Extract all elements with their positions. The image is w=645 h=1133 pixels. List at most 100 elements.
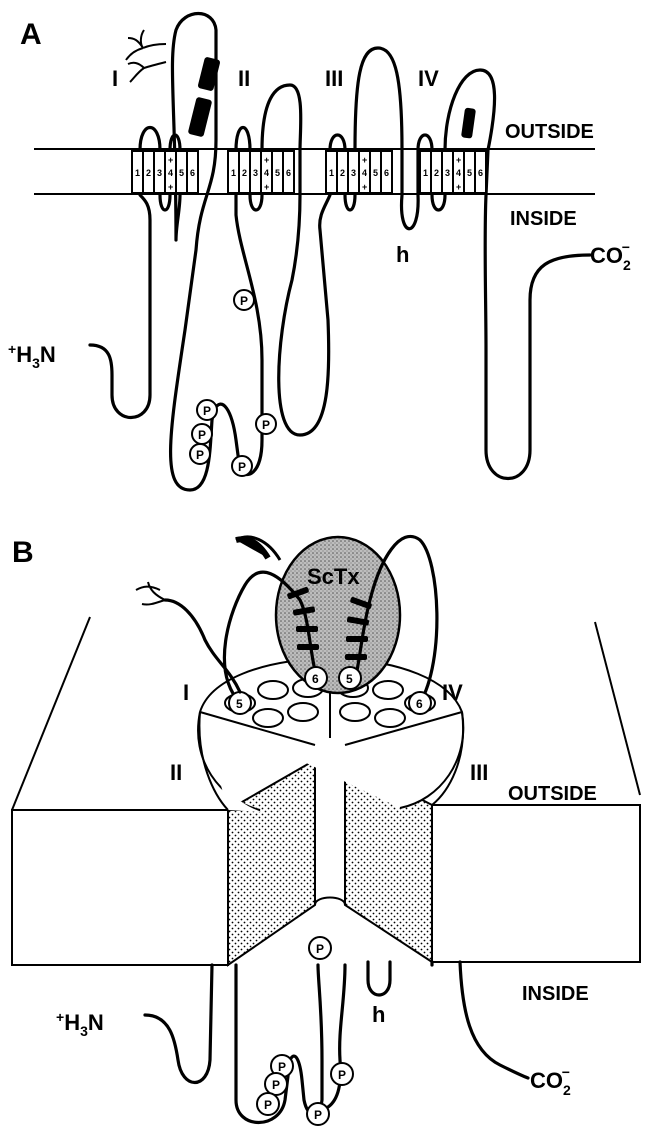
svg-text:3: 3 bbox=[445, 168, 450, 178]
svg-text:2: 2 bbox=[242, 168, 247, 178]
panel-a: A OUTSIDE INSIDE I II III IV 1 2 3 4 5 bbox=[8, 14, 631, 491]
inactivation-gate-label-b: h bbox=[372, 1002, 385, 1027]
segment-marker-5-domain-iv: 5 bbox=[339, 667, 361, 689]
svg-text:4: 4 bbox=[168, 168, 173, 178]
glycosylation-chain-b bbox=[165, 600, 240, 692]
outside-label-b: OUTSIDE bbox=[508, 783, 597, 805]
svg-text:3: 3 bbox=[351, 168, 356, 178]
c-terminus-label-b: CO2− bbox=[530, 1064, 571, 1098]
svg-text:6: 6 bbox=[384, 168, 389, 178]
svg-text:6: 6 bbox=[478, 168, 483, 178]
glycosylation-tree-icon bbox=[128, 62, 166, 82]
svg-text:+: + bbox=[168, 182, 173, 192]
inactivation-gate-label-a: h bbox=[396, 242, 409, 267]
inside-label-a: INSIDE bbox=[510, 208, 577, 230]
domain-label-iii-a: III bbox=[325, 66, 343, 91]
domain-label-i-b: I bbox=[183, 680, 189, 705]
membrane-block-right bbox=[432, 805, 640, 962]
svg-text:+: + bbox=[362, 155, 367, 165]
panel-a-label: A bbox=[20, 18, 42, 51]
svg-text:P: P bbox=[238, 460, 246, 474]
phospho-site: P bbox=[232, 456, 252, 476]
svg-text:4: 4 bbox=[362, 168, 367, 178]
svg-text:P: P bbox=[196, 448, 204, 462]
svg-text:5: 5 bbox=[236, 697, 243, 711]
svg-text:+: + bbox=[362, 182, 367, 192]
phospho-site: P bbox=[234, 290, 254, 310]
svg-text:+: + bbox=[456, 155, 461, 165]
domain-i-segments: 1 2 3 4 5 6 + + bbox=[132, 151, 198, 193]
glycosylation-tree-icon bbox=[143, 44, 166, 48]
svg-text:1: 1 bbox=[329, 168, 334, 178]
c-terminus-label-a: CO2− bbox=[590, 239, 631, 273]
membrane-block-left bbox=[12, 810, 228, 965]
phospho-site: P bbox=[190, 444, 210, 464]
svg-text:1: 1 bbox=[135, 168, 140, 178]
toxin-label: ScTx bbox=[307, 564, 360, 589]
svg-text:5: 5 bbox=[467, 168, 472, 178]
svg-text:P: P bbox=[264, 1098, 272, 1112]
domain-label-iv-b: IV bbox=[442, 680, 463, 705]
svg-text:3: 3 bbox=[157, 168, 162, 178]
panel-b-label: B bbox=[12, 536, 34, 569]
phospho-site: P bbox=[265, 1073, 287, 1095]
svg-text:P: P bbox=[316, 942, 324, 956]
svg-text:5: 5 bbox=[373, 168, 378, 178]
pore-loop-marker bbox=[188, 97, 213, 138]
svg-text:+: + bbox=[168, 155, 173, 165]
segment-marker-5-domain-i: 5 bbox=[229, 692, 251, 714]
membrane-edge-left bbox=[12, 617, 90, 810]
domain-label-ii-a: II bbox=[238, 66, 250, 91]
svg-text:4: 4 bbox=[264, 168, 269, 178]
segment-marker-6-domain-iv: 6 bbox=[409, 692, 431, 714]
domain-label-i-a: I bbox=[112, 66, 118, 91]
svg-text:2: 2 bbox=[146, 168, 151, 178]
ion-pore bbox=[315, 760, 345, 905]
svg-text:6: 6 bbox=[312, 672, 319, 686]
svg-text:4: 4 bbox=[456, 168, 461, 178]
n-terminus-label-a: +H3N bbox=[8, 341, 56, 371]
phospho-site: P bbox=[256, 414, 276, 434]
svg-text:1: 1 bbox=[423, 168, 428, 178]
svg-text:2: 2 bbox=[434, 168, 439, 178]
phospho-site: P bbox=[197, 400, 217, 420]
glycosylation-tree-icon bbox=[136, 582, 165, 605]
segment-marker-6-domain-i: 6 bbox=[305, 667, 327, 689]
svg-text:5: 5 bbox=[275, 168, 280, 178]
domain-ii-segments: 1 2 3 4 5 6 + + bbox=[228, 151, 294, 193]
svg-text:3: 3 bbox=[253, 168, 258, 178]
svg-text:6: 6 bbox=[416, 697, 423, 711]
svg-text:6: 6 bbox=[190, 168, 195, 178]
membrane-edge-right bbox=[595, 622, 640, 795]
svg-text:P: P bbox=[338, 1068, 346, 1082]
n-terminus-label-b: +H3N bbox=[56, 1009, 104, 1039]
domain-label-iii-b: III bbox=[470, 760, 488, 785]
domain-label-ii-b: II bbox=[170, 760, 182, 785]
pore-loop-marker bbox=[461, 107, 476, 138]
pore-wall-left bbox=[228, 760, 315, 965]
phospho-site: P bbox=[331, 1063, 353, 1085]
svg-text:P: P bbox=[240, 294, 248, 308]
panel-b: B bbox=[12, 536, 640, 1125]
svg-text:5: 5 bbox=[179, 168, 184, 178]
svg-text:P: P bbox=[314, 1108, 322, 1122]
svg-text:+: + bbox=[264, 182, 269, 192]
svg-text:P: P bbox=[278, 1060, 286, 1074]
svg-text:2: 2 bbox=[340, 168, 345, 178]
phospho-site: P bbox=[192, 424, 212, 444]
phospho-site: P bbox=[307, 1103, 329, 1125]
svg-text:P: P bbox=[272, 1078, 280, 1092]
svg-text:5: 5 bbox=[346, 672, 353, 686]
domain-iii-segments: 1 2 3 4 5 6 + + bbox=[326, 151, 392, 193]
domain-label-iv-a: IV bbox=[418, 66, 439, 91]
outside-label-a: OUTSIDE bbox=[505, 121, 594, 143]
svg-text:1: 1 bbox=[231, 168, 236, 178]
glycosylation-branch-icon bbox=[126, 30, 144, 60]
svg-text:+: + bbox=[264, 155, 269, 165]
svg-text:P: P bbox=[198, 428, 206, 442]
svg-text:6: 6 bbox=[286, 168, 291, 178]
svg-text:P: P bbox=[203, 404, 211, 418]
svg-text:+: + bbox=[456, 182, 461, 192]
phospho-site: P bbox=[309, 937, 331, 959]
